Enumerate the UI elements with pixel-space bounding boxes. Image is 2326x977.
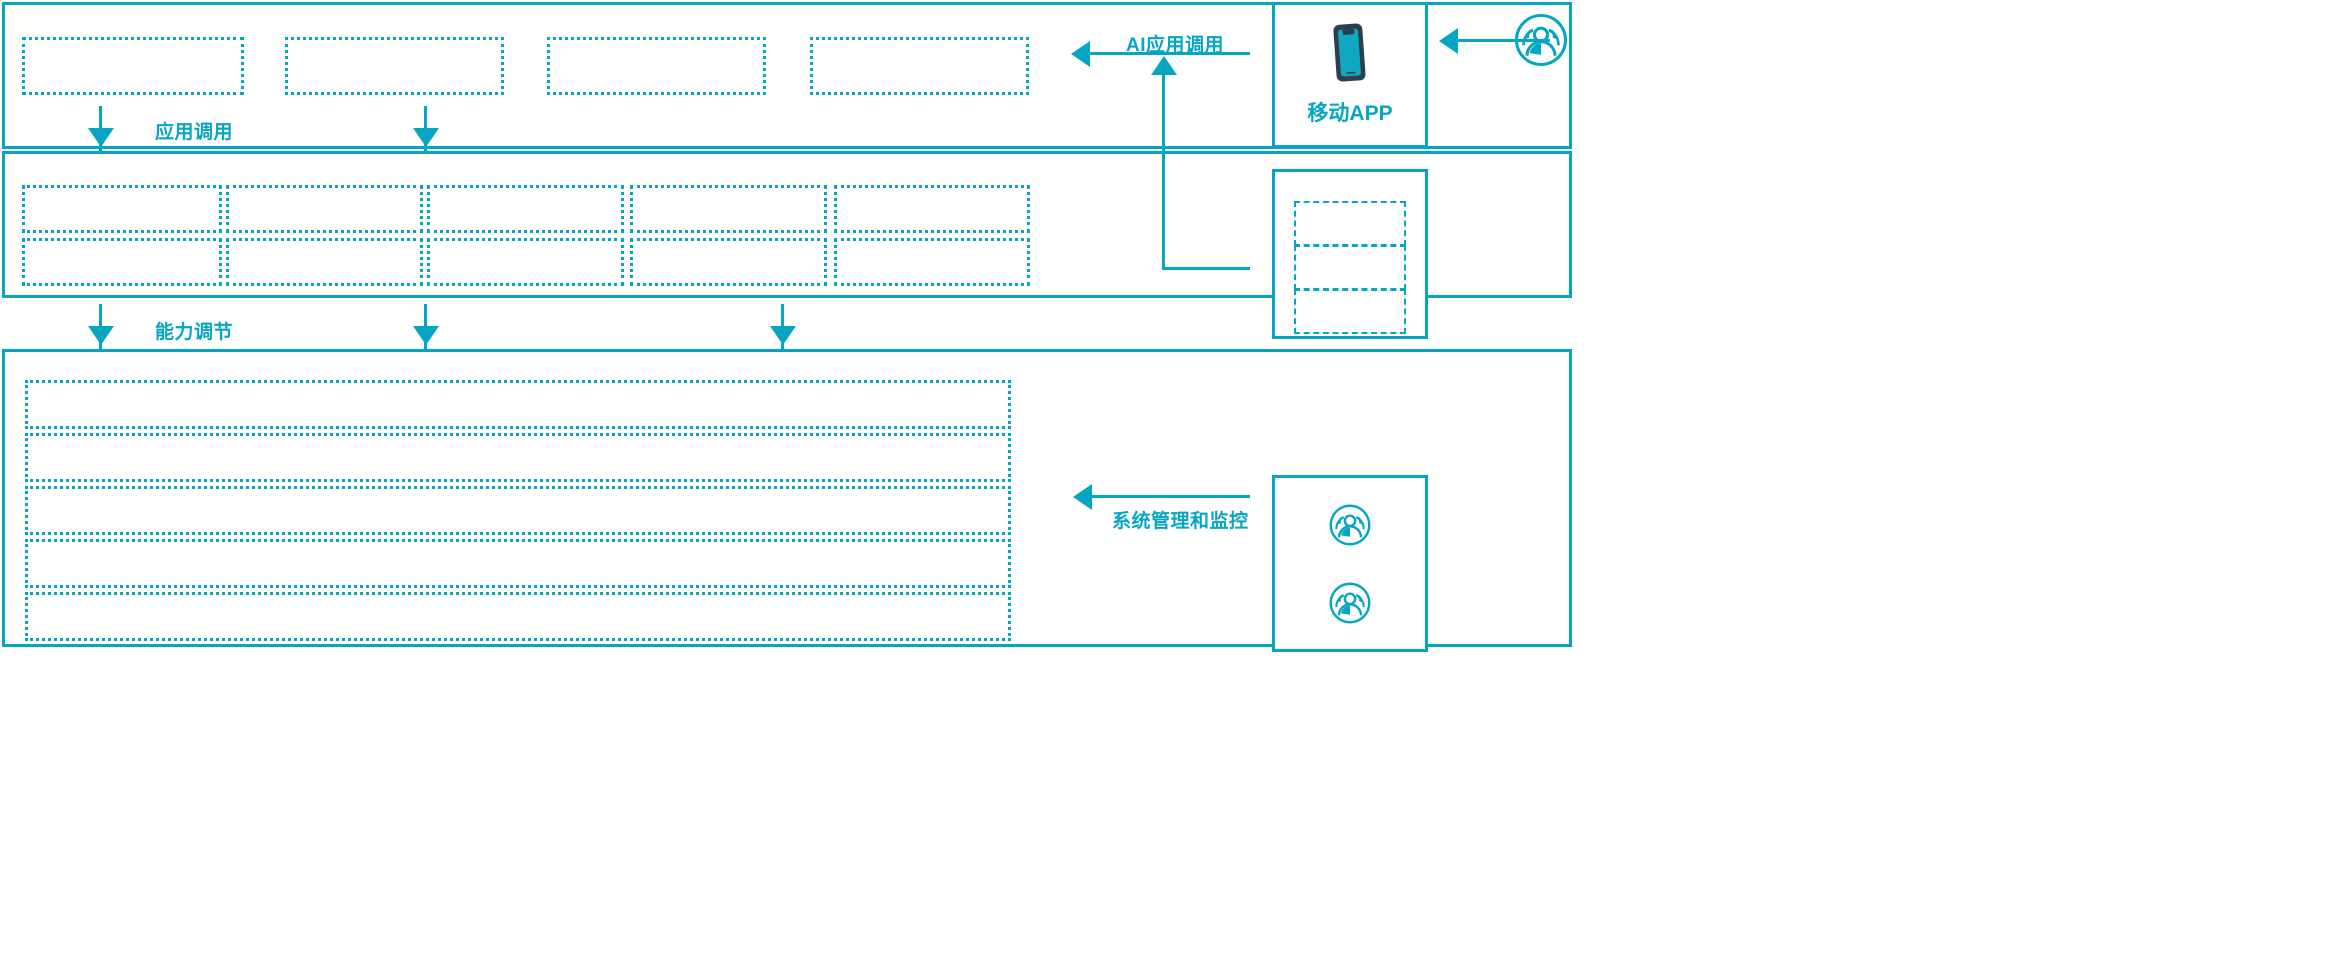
application-box-3[interactable]: [547, 37, 766, 95]
application-box-2[interactable]: [285, 37, 504, 95]
app-invoke-arrow-head-2: [413, 128, 439, 147]
ai-invoke-label: AI应用调用: [1126, 35, 1225, 56]
ai-invoke-vertical-shaft: [1162, 70, 1165, 270]
ai-invoke-bottom-connector: [1162, 267, 1250, 270]
capability-box-c5-r2[interactable]: [834, 238, 1030, 286]
mobile-app-caption: 移动APP: [1307, 102, 1393, 125]
platform-row-1[interactable]: [25, 380, 1011, 429]
platform-row-4[interactable]: [25, 539, 1011, 588]
mobile-app-node[interactable]: 移动APP: [1272, 2, 1428, 148]
capability-box-c4-r2[interactable]: [630, 238, 827, 286]
app-invoke-label: 应用调用: [155, 122, 234, 143]
users-circle-icon-1[interactable]: [1328, 503, 1372, 547]
user-to-mobile-arrow-head: [1439, 28, 1458, 54]
capability-flow-label: 能力调节: [155, 322, 234, 343]
ai-invoke-horizontal-shaft: [1090, 52, 1250, 55]
capability-box-c2-r2[interactable]: [226, 238, 423, 286]
application-box-1[interactable]: [22, 37, 244, 95]
capability-box-c4-r1[interactable]: [630, 185, 827, 233]
application-box-4[interactable]: [810, 37, 1029, 95]
ai-invoke-arrow-head-left: [1071, 41, 1090, 67]
capability-box-c3-r2[interactable]: [427, 238, 624, 286]
system-admin-arrow-head: [1073, 484, 1092, 510]
users-circle-icon-2[interactable]: [1328, 581, 1372, 625]
capability-box-c2-r1[interactable]: [226, 185, 423, 233]
capability-flow-arrow-head-2: [413, 326, 439, 345]
system-admin-label: 系统管理和监控: [1112, 511, 1249, 532]
capability-box-c5-r1[interactable]: [834, 185, 1030, 233]
ai-invoke-arrow-head-up: [1151, 56, 1177, 75]
capability-box-c1-r2[interactable]: [22, 238, 222, 286]
end-user-actor[interactable]: [1513, 12, 1569, 68]
system-admin-shaft: [1092, 495, 1250, 498]
capability-flow-arrow-head-1: [88, 326, 114, 345]
capability-flow-arrow-head-3: [770, 326, 796, 345]
capability-box-c3-r1[interactable]: [427, 185, 624, 233]
channel-slot-1[interactable]: [1294, 201, 1406, 246]
channel-slot-3[interactable]: [1294, 289, 1406, 334]
platform-row-5[interactable]: [25, 592, 1011, 641]
smartphone-icon: [1333, 23, 1367, 83]
user-to-mobile-shaft: [1458, 39, 1550, 42]
operations-node: [1272, 475, 1428, 652]
app-invoke-arrow-head-1: [88, 128, 114, 147]
capability-box-c1-r1[interactable]: [22, 185, 222, 233]
channel-slot-2[interactable]: [1294, 245, 1406, 290]
platform-row-2[interactable]: [25, 433, 1011, 482]
users-circle-icon: [1514, 13, 1568, 67]
platform-row-3[interactable]: [25, 486, 1011, 535]
